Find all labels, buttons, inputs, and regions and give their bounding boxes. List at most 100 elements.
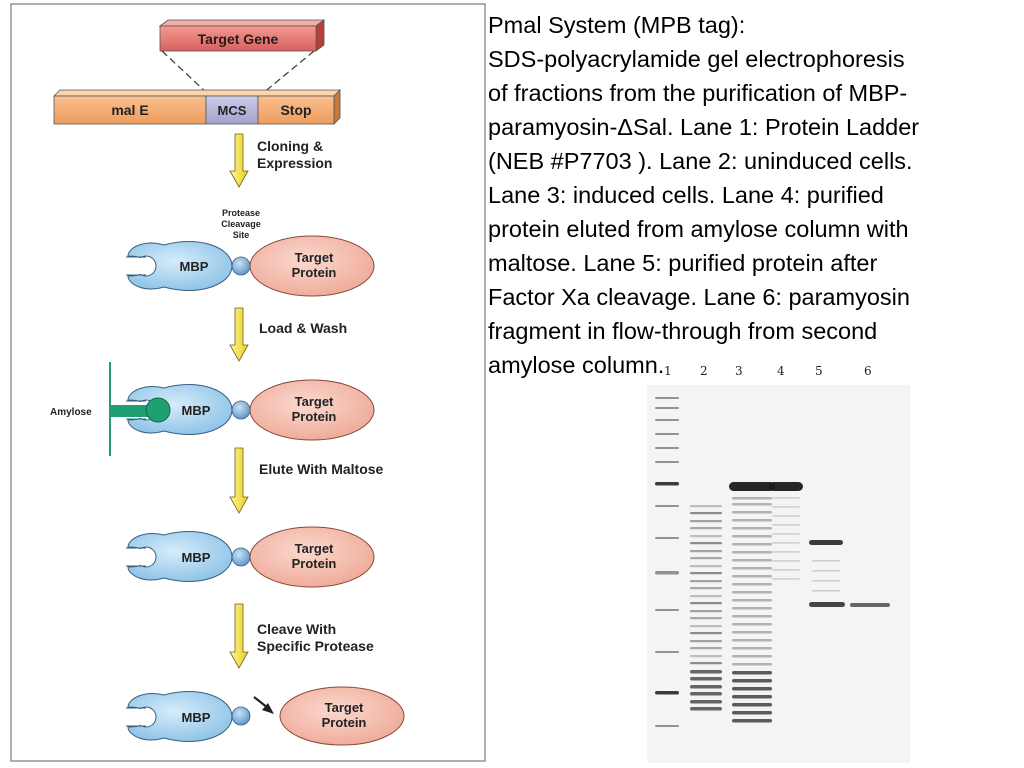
step-arrow-1: [229, 133, 249, 188]
lane2-band: [690, 670, 722, 674]
lane3-band: [732, 511, 772, 514]
lane4-band: [772, 578, 800, 580]
step-1-label-line2: Expression: [257, 155, 332, 171]
lane2-band: [690, 677, 722, 681]
gel-lane-number-1: 1: [664, 364, 672, 378]
target-protein-2-line2: Protein: [292, 409, 337, 424]
gene-dash-right: [261, 50, 315, 95]
gel-bands: [647, 385, 910, 763]
lane3-band: [732, 567, 772, 570]
gel-lane-number-4: 4: [777, 364, 785, 378]
mbp-label-4: MBP: [182, 710, 211, 725]
ladder-band: [655, 407, 679, 409]
lane2-band: [690, 602, 722, 605]
protease-label-line1: Protease: [222, 208, 260, 218]
lane2-band: [690, 655, 722, 658]
vector-bar: mal E MCS Stop: [53, 89, 341, 125]
lane2-band: [690, 587, 722, 590]
lane2-band: [690, 565, 722, 568]
ladder-band: [655, 433, 679, 435]
caption-line-10: fragment in flow-through from second: [488, 318, 878, 344]
lane5-band: [812, 580, 840, 582]
step-3-label: Elute With Maltose: [259, 461, 384, 477]
lane4-band: [772, 515, 800, 517]
lane2-band: [690, 707, 722, 711]
lane2-band: [690, 542, 722, 545]
protease-label-line3: Site: [233, 230, 250, 240]
lane4-band: [772, 551, 800, 553]
target-protein-2-line1: Target: [295, 394, 334, 409]
fusion-protein-1: MBP Target Protein: [126, 235, 375, 297]
lane3-band: [732, 535, 772, 538]
caption-line-2: SDS-polyacrylamide gel electrophoresis: [488, 46, 905, 72]
lane3-band: [732, 679, 772, 683]
gel-lane-number-6: 6: [864, 364, 872, 378]
lane5-band: [812, 560, 840, 562]
ladder-band: [655, 537, 679, 539]
lane2-band: [690, 640, 722, 643]
lane4-band: [772, 560, 800, 562]
lane2-band: [690, 700, 722, 704]
lane2-band: [690, 595, 722, 598]
lane4-band: [772, 569, 800, 571]
caption-line-8: maltose. Lane 5: purified protein after: [488, 250, 878, 276]
lane3-band: [732, 599, 772, 602]
lane2-band: [690, 505, 722, 508]
pmal-diagram: Target Gene mal E MCS Stop Cloning & Exp…: [10, 3, 486, 762]
lane2-band: [690, 520, 722, 523]
ladder-band: [655, 397, 679, 399]
mcs-segment-label: MCS: [218, 103, 247, 118]
lane4-band: [772, 533, 800, 535]
lane5-band: [812, 590, 840, 592]
protease-label-line2: Cleavage: [221, 219, 261, 229]
lane3-band: [732, 583, 772, 586]
gel-background: [647, 385, 910, 763]
ladder-band: [655, 447, 679, 449]
lane2-band: [690, 610, 722, 613]
lane3-band: [732, 639, 772, 642]
target-protein-1-line2: Protein: [292, 265, 337, 280]
step-arrow-3: [229, 447, 249, 514]
caption-line-11: amylose column.: [488, 352, 665, 378]
mbp-label-2: MBP: [182, 403, 211, 418]
lane4-band: [772, 506, 800, 508]
lane2-band: [690, 625, 722, 628]
lane3-band: [732, 687, 772, 691]
ladder-band: [655, 461, 679, 463]
lane2-band: [690, 535, 722, 538]
step-1-label-line1: Cloning &: [257, 138, 323, 154]
lane2-band: [690, 527, 722, 530]
caption-line-4: paramyosin-ΔSal. Lane 1: Protein Ladder: [488, 114, 920, 140]
lane4-band: [772, 497, 800, 499]
lane3-band: [732, 559, 772, 562]
lane3-band: [732, 519, 772, 522]
lane2-band: [690, 557, 722, 560]
stop-segment-label: Stop: [280, 102, 311, 118]
lane2-band: [690, 647, 722, 650]
target-protein-4-line2: Protein: [322, 715, 367, 730]
ladder-band: [655, 725, 679, 727]
lane5-lower-band: [809, 602, 845, 607]
gel-lane-number-5: 5: [815, 364, 823, 378]
lane3-band: [732, 551, 772, 554]
caption-line-6: Lane 3: induced cells. Lane 4: purified: [488, 182, 884, 208]
lane3-band: [732, 663, 772, 666]
caption-line-5: (NEB #P7703 ). Lane 2: uninduced cells.: [488, 148, 913, 174]
lane3-band: [732, 695, 772, 699]
lane3-band: [732, 631, 772, 634]
lane2-band: [690, 580, 722, 583]
fusion-protein-2: MBP Target Protein: [110, 379, 375, 441]
ladder-band: [655, 651, 679, 653]
lane2-band: [690, 692, 722, 696]
lane4-band: [772, 524, 800, 526]
male-segment-label: mal E: [111, 102, 148, 118]
caption-line-7: protein eluted from amylose column with: [488, 216, 909, 242]
lane2-band: [690, 662, 722, 665]
lane3-band: [732, 703, 772, 707]
gel-lane-number-3: 3: [735, 364, 743, 378]
lane3-band: [732, 527, 772, 530]
caption-line-3: of fractions from the purification of MB…: [488, 80, 908, 106]
lane5-upper-band: [809, 540, 843, 545]
target-gene-box: Target Gene: [158, 19, 326, 52]
diagram-frame: [10, 3, 486, 762]
